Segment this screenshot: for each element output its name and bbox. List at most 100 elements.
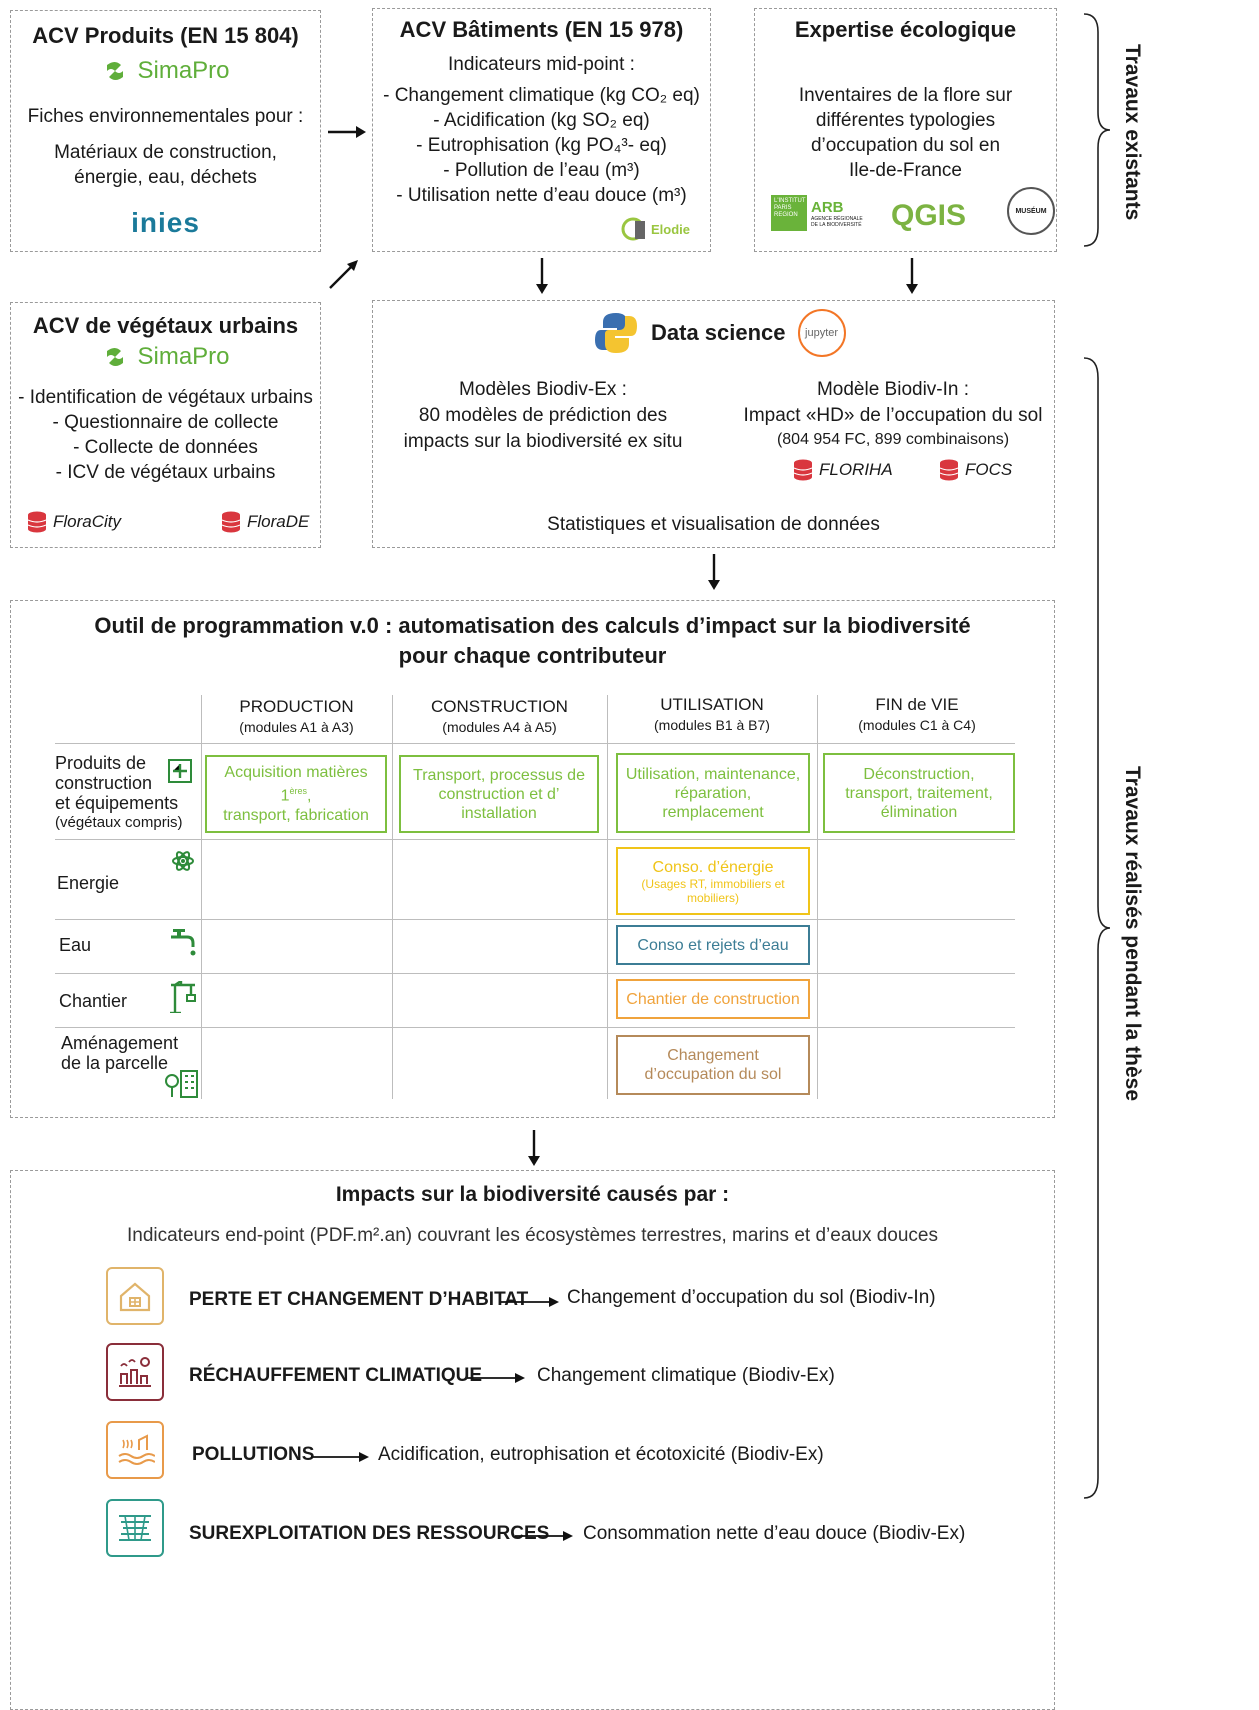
box-line: énergie, eau, déchets <box>74 167 257 188</box>
indicator-item: - Acidification (kg SO₂ eq) <box>433 110 650 131</box>
row-label-line: de la parcelle <box>61 1053 169 1073</box>
column-header-construction: CONSTRUCTION (modules A4 à A5) <box>392 697 607 737</box>
database-icon <box>27 511 47 533</box>
row-label-line: (végétaux compris) <box>55 814 183 831</box>
database-floracity: FloraCity <box>27 511 121 533</box>
tool-title-line2: pour chaque contributeur <box>398 643 667 668</box>
biodiv-in-line: Impact «HD» de l’occupation du sol <box>743 405 1043 426</box>
impact-arrow <box>311 1452 369 1462</box>
box-data-science: Data science jupyter Modèles Biodiv-Ex :… <box>372 300 1055 548</box>
plants-item: - Questionnaire de collecte <box>52 412 279 433</box>
crane-icon <box>170 981 196 1013</box>
database-floriha: FLORIHA <box>793 459 893 481</box>
simapro-icon <box>107 348 124 366</box>
cell-text: Acquisition matières 1 <box>224 764 368 805</box>
grid-line <box>607 695 608 1099</box>
box-impacts: Impacts sur la biodiversité causés par :… <box>10 1170 1055 1710</box>
biodiv-in-line: (804 954 FC, 899 combinaisons) <box>776 431 1010 448</box>
plants-item: - ICV de végétaux urbains <box>55 462 276 483</box>
arb-logo: L'INSTITUT PARIS REGION ARB AGENCE RÉGIO… <box>771 195 867 231</box>
box-acv-plants: ACV de végétaux urbains SimaPro - Identi… <box>10 302 321 548</box>
arb-label: ARB <box>811 198 844 216</box>
row-label-site: Chantier <box>59 991 128 1011</box>
museum-label: MUSÉUM <box>1015 207 1047 215</box>
indicator-list: - Changement climatique (kg CO₂ eq) - Ac… <box>373 83 710 208</box>
house-habitat-icon <box>106 1267 164 1325</box>
cell-utilisation-products: Utilisation, maintenance, réparation, re… <box>616 753 810 833</box>
database-label: FloraDE <box>247 512 310 531</box>
database-label: FOCS <box>965 460 1013 479</box>
arb-sublabel: AGENCE RÉGIONALE DE LA BIODIVERSITÉ <box>811 215 863 228</box>
simapro-logo: SimaPro <box>11 343 320 371</box>
database-label: FloraCity <box>53 512 122 531</box>
impact-label: SUREXPLOITATION DES RESSOURCES <box>189 1523 550 1544</box>
brace-thesis <box>1083 357 1111 1499</box>
biodiv-ex-line: 80 modèles de prédiction des <box>418 405 668 426</box>
column-header-end-of-life: FIN de VIE (modules C1 à C4) <box>817 695 1017 735</box>
column-sub: (modules A1 à A3) <box>239 719 354 735</box>
elodie-icon <box>621 217 645 241</box>
row-label-line: Produits de <box>55 753 147 773</box>
box-subtitle: Indicateurs mid-point : <box>448 54 635 75</box>
column-name: UTILISATION <box>660 695 764 714</box>
grid-line <box>55 973 1015 974</box>
arrow-datascience-to-tool <box>708 554 720 590</box>
impact-arrow <box>467 1373 525 1383</box>
box-line: Fiches environnementales pour : <box>27 106 304 127</box>
column-header-production: PRODUCTION (modules A1 à A3) <box>201 697 392 737</box>
cell-utilisation-site: Chantier de construction <box>616 979 810 1019</box>
biodiv-in-block: Modèle Biodiv-In : Impact «HD» de l’occu… <box>713 377 1073 451</box>
box-title: ACV Produits (EN 15 804) <box>32 23 299 48</box>
biodiv-ex-line: Modèles Biodiv-Ex : <box>459 379 627 400</box>
column-name: CONSTRUCTION <box>431 697 568 716</box>
faucet-icon <box>171 929 196 956</box>
biodiv-ex-block: Modèles Biodiv-Ex : 80 modèles de prédic… <box>373 377 713 455</box>
column-sub: (modules C1 à C4) <box>858 717 976 733</box>
cell-text: transport, fabrication <box>223 806 369 824</box>
column-sub: (modules B1 à B7) <box>654 717 770 733</box>
museum-logo: MUSÉUM <box>1007 187 1055 235</box>
box-line: Matériaux de construction, <box>54 142 277 163</box>
indicator-item: - Eutrophisation (kg PO₄³- eq) <box>416 135 667 156</box>
arrow-plants-to-buildings <box>329 260 358 289</box>
column-header-utilisation: UTILISATION (modules B1 à B7) <box>607 695 817 735</box>
jupyter-logo: jupyter <box>797 309 846 357</box>
data-science-footer: Statistiques et visualisation de données <box>547 514 880 535</box>
box-ecology: Expertise écologique Inventaires de la f… <box>754 8 1057 252</box>
box-title: ACV Bâtiments (EN 15 978) <box>399 17 684 42</box>
row-label-line: Aménagement <box>61 1033 179 1053</box>
indicator-item: - Utilisation nette d’eau douce (m³) <box>396 185 687 206</box>
simapro-label: SimaPro <box>137 343 230 370</box>
database-icon <box>793 459 813 481</box>
indicator-item: - Changement climatique (kg CO₂ eq) <box>383 85 700 106</box>
cell-line: Acquisition matières 1ères, <box>224 764 368 805</box>
ecology-line: Inventaires de la flore sur <box>798 85 1013 106</box>
ecology-line: Ile-de-France <box>849 160 962 181</box>
python-icon <box>595 313 637 353</box>
row-label-products: Produits de construction et équipements … <box>55 753 183 833</box>
grid-line <box>201 695 202 1099</box>
impact-result: Acidification, eutrophisation et écotoxi… <box>378 1444 824 1465</box>
pollution-icon <box>106 1421 164 1479</box>
climate-icon <box>106 1343 164 1401</box>
indicator-item: - Pollution de l’eau (m³) <box>443 160 640 181</box>
side-label-existing: Travaux existants <box>1121 44 1144 221</box>
cell-text: Conso. d’énergie <box>652 858 774 876</box>
jupyter-label: jupyter <box>805 327 839 339</box>
grid-line <box>55 743 1015 744</box>
resources-icon <box>106 1499 164 1557</box>
arb-text: ARB AGENCE RÉGIONALE DE LA BIODIVERSITÉ <box>811 199 867 228</box>
grid-line <box>55 1027 1015 1028</box>
grid-line <box>55 919 1015 920</box>
column-name: PRODUCTION <box>239 697 354 716</box>
arrow-tool-to-impacts <box>528 1130 540 1166</box>
impact-result: Consommation nette d’eau douce (Biodiv-E… <box>583 1523 966 1544</box>
box-acv-buildings: ACV Bâtiments (EN 15 978) Indicateurs mi… <box>372 8 711 252</box>
impact-label: RÉCHAUFFEMENT CLIMATIQUE <box>189 1365 483 1386</box>
arrow-ecology-to-datascience <box>906 258 918 294</box>
cell-subtext: (Usages RT, immobiliers et mobiliers) <box>641 876 785 905</box>
atom-icon <box>172 851 194 871</box>
impacts-subtitle: Indicateurs end-point (PDF.m².an) couvra… <box>126 1225 939 1246</box>
row-label-line: et équipements <box>55 793 179 813</box>
box-acv-products: ACV Produits (EN 15 804) SimaPro Fiches … <box>10 10 321 252</box>
